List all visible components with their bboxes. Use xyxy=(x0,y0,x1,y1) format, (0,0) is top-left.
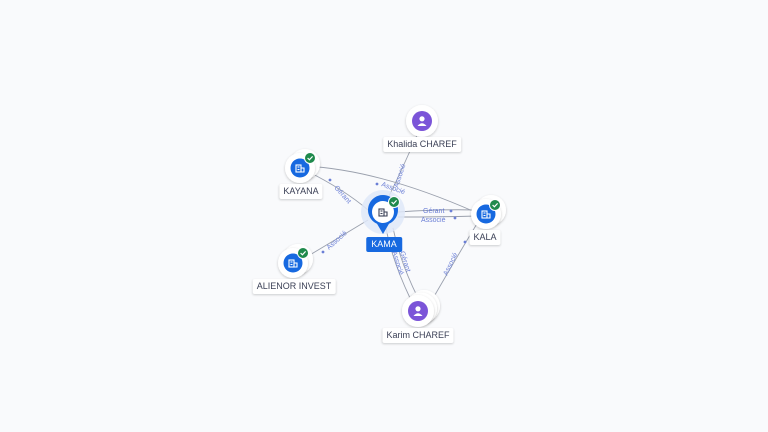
edge-label-khalida-kama: Associé xyxy=(393,163,407,189)
edge-label-kama-alienor: Associé xyxy=(326,230,349,252)
edge-label-kama-kala-2: Associé xyxy=(421,217,446,224)
node-khalida[interactable] xyxy=(406,105,438,137)
node-label-kayana: KAYANA xyxy=(279,184,323,199)
edge-label-kama-kala-1: Gérant xyxy=(423,208,444,215)
node-label-kala: KALA xyxy=(469,230,501,245)
edge-arrow-marker xyxy=(453,216,457,220)
edge-kama-kala-1[interactable] xyxy=(397,209,478,213)
edge-arrow-marker xyxy=(321,250,325,254)
person-icon xyxy=(417,116,427,126)
node-label-khalida: Khalida CHAREF xyxy=(383,137,461,152)
node-kama[interactable] xyxy=(361,190,405,234)
edge-kayana-kala[interactable] xyxy=(304,165,476,213)
node-kala[interactable] xyxy=(471,195,506,229)
node-label-kama: KAMA xyxy=(366,237,402,252)
edge-karim-kama-2[interactable] xyxy=(392,227,419,299)
building-icon xyxy=(378,208,388,217)
building-icon xyxy=(481,210,491,219)
edge-arrow-marker xyxy=(463,240,467,244)
edge-label-karim-kala: Associé xyxy=(443,252,460,277)
verified-badge-icon xyxy=(304,152,316,164)
edge-arrows xyxy=(321,178,467,254)
edge-arrow-marker xyxy=(328,178,332,182)
node-karim[interactable] xyxy=(402,290,440,327)
edge-karim-kala[interactable] xyxy=(431,221,479,301)
node-alienor[interactable] xyxy=(278,244,313,278)
edge-arrow-marker xyxy=(375,182,379,186)
edge-arrow-marker xyxy=(449,209,453,213)
node-label-alienor: ALIENOR INVEST xyxy=(252,279,336,294)
edge-karim-kama-1[interactable] xyxy=(385,227,411,299)
building-icon xyxy=(288,259,298,268)
person-icon xyxy=(413,306,423,316)
edge-label-kama-kayana: Gérant xyxy=(333,185,353,206)
edge-kama-kala-2[interactable] xyxy=(397,215,478,218)
verified-badge-icon xyxy=(388,196,400,208)
building-icon xyxy=(295,164,305,173)
verified-badge-icon xyxy=(489,199,501,211)
verified-badge-icon xyxy=(297,247,309,259)
node-label-karim: Karim CHAREF xyxy=(382,328,454,343)
node-kayana[interactable] xyxy=(285,149,320,183)
